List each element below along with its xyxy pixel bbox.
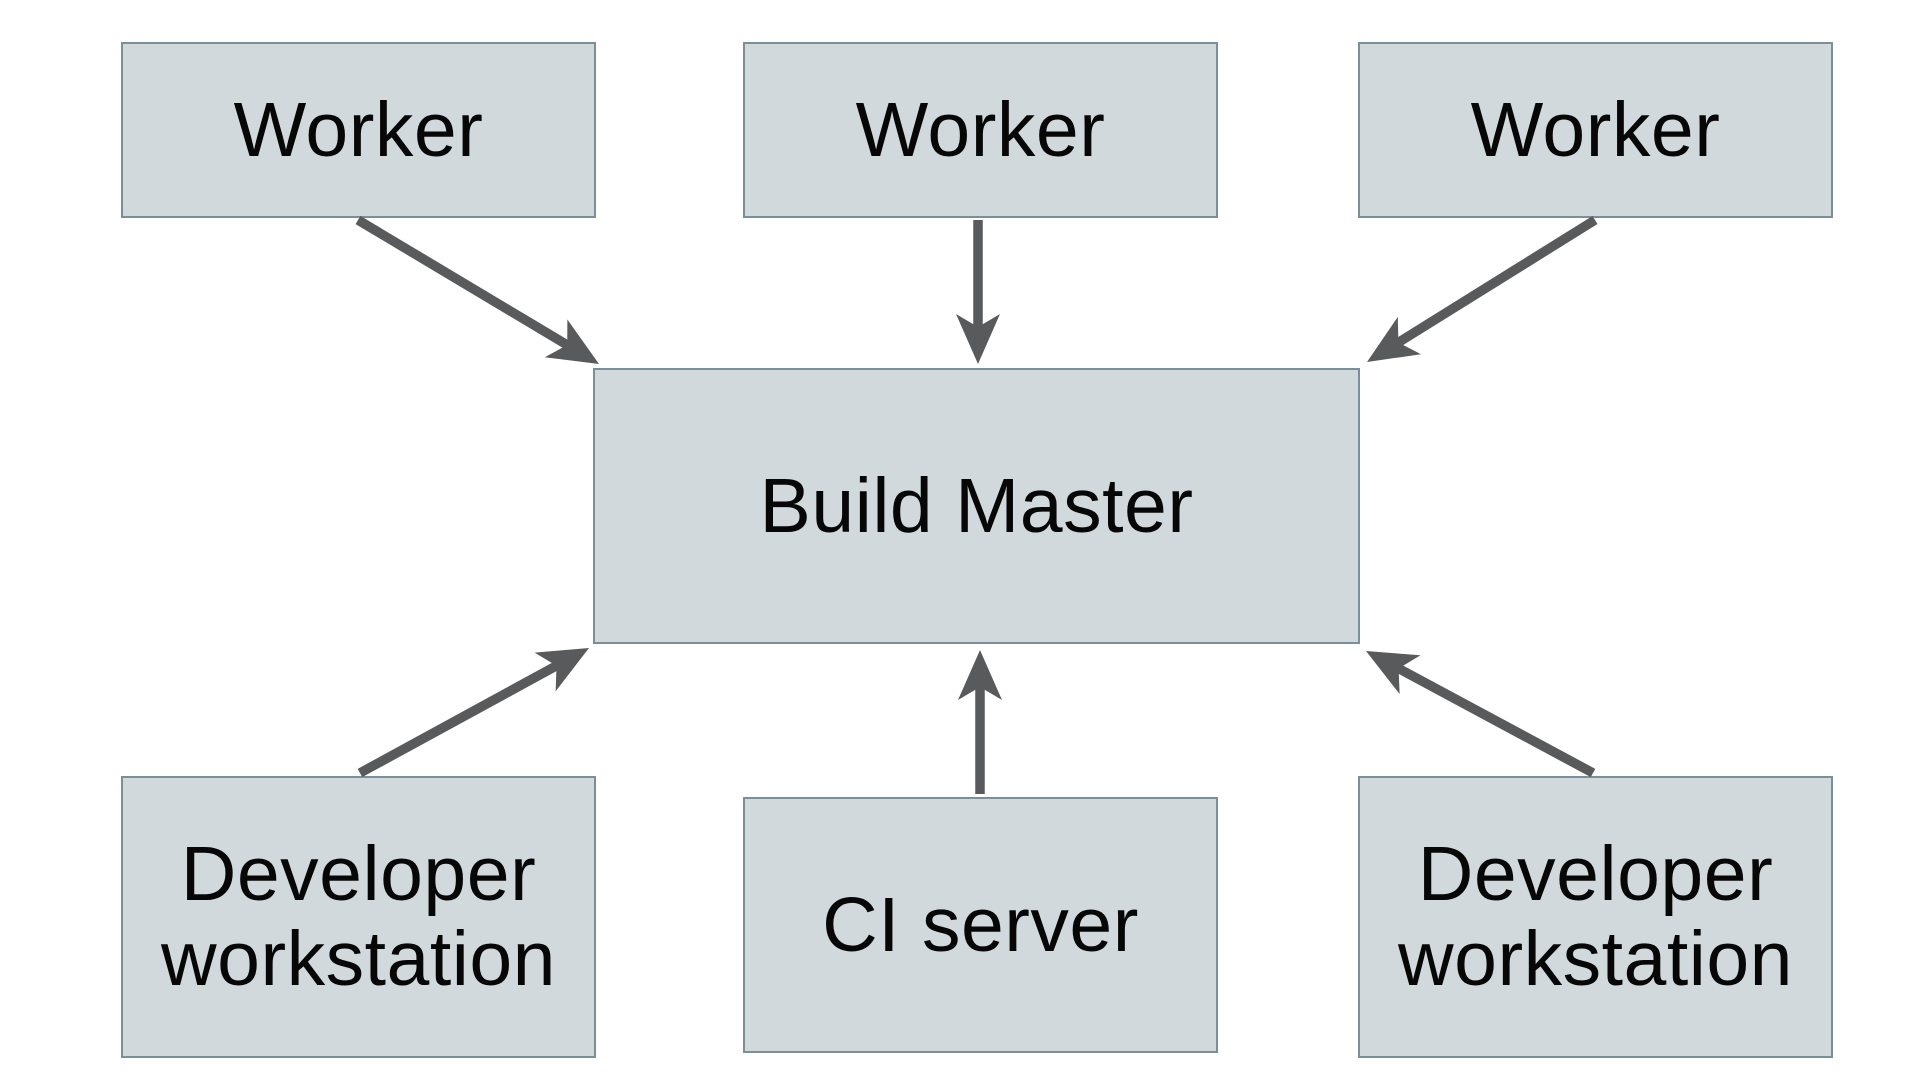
node-label-dev-workstation-right: Developer workstation	[1398, 831, 1793, 1002]
node-worker-2: Worker	[743, 42, 1218, 218]
node-worker-3: Worker	[1358, 42, 1833, 218]
node-label-worker-2: Worker	[855, 86, 1106, 173]
node-dev-workstation-right: Developer workstation	[1358, 776, 1833, 1058]
node-dev-workstation-left: Developer workstation	[121, 776, 596, 1058]
node-label-ci-server: CI server	[822, 881, 1139, 968]
node-build-master: Build Master	[593, 368, 1360, 644]
node-label-dev-workstation-left: Developer workstation	[161, 831, 556, 1002]
node-ci-server: CI server	[743, 797, 1218, 1053]
node-worker-1: Worker	[121, 42, 596, 218]
node-label-worker-1: Worker	[233, 86, 484, 173]
node-label-build-master: Build Master	[759, 462, 1194, 549]
node-label-worker-3: Worker	[1470, 86, 1721, 173]
